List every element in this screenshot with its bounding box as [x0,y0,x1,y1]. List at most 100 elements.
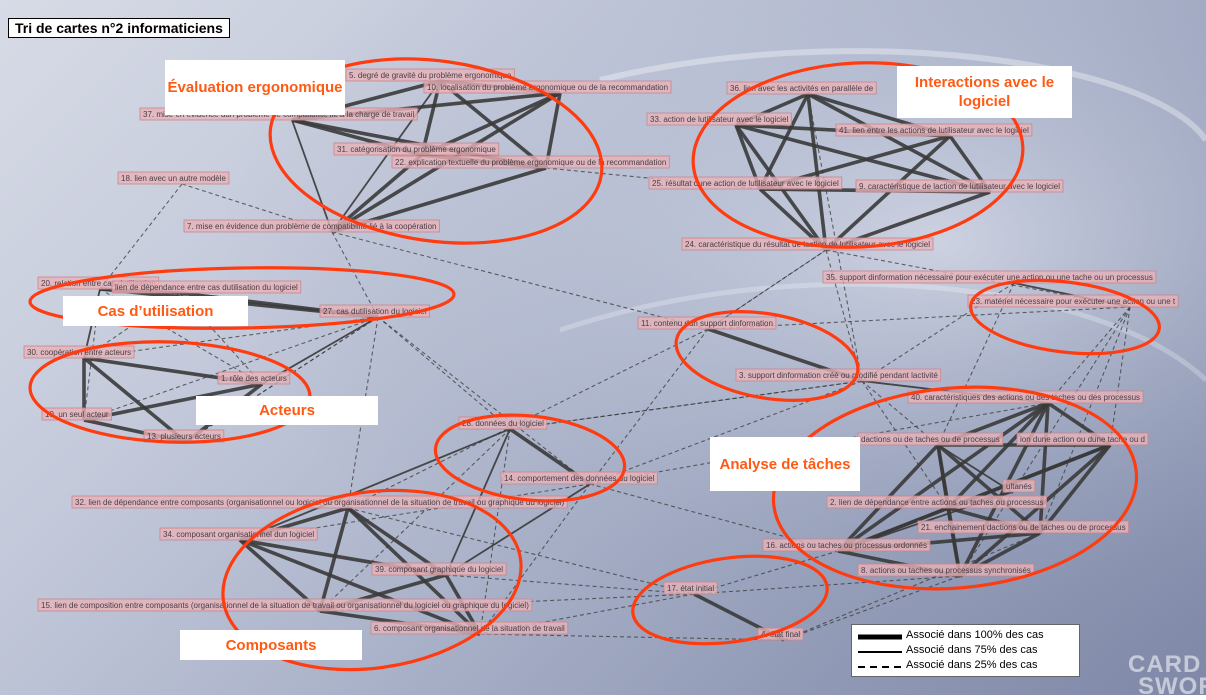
node-box [1016,432,1149,446]
node-34[interactable]: 34. composant organisationnel dun logici… [159,527,318,541]
edge-28-34 [239,428,511,541]
node-15[interactable]: 15. lien de composition entre composants… [37,598,533,612]
legend-label: Associé dans 25% des cas [906,659,1038,671]
node-16[interactable]: 16. actions ou taches ou processus ordon… [762,538,931,552]
node-36[interactable]: 36. lien avec les activités en parallèle… [726,81,877,95]
edge-23-21 [1039,306,1131,534]
edge-1-19 [83,382,263,422]
edge-34-6 [239,538,481,636]
node-27[interactable]: 27. cas dutilisation du logiciel [319,304,431,318]
node-label: ultanés [1006,482,1032,491]
edge-24-11 [707,249,827,330]
node-7[interactable]: 7. mise en évidence dun problème de comp… [183,219,440,233]
edge-3-43 [861,380,939,446]
edge-36-9 [807,92,991,194]
node-label: 20. relation entre cas dutilisation [41,279,156,288]
node-label: 25. résultat dune action de lutilisateur… [652,179,839,188]
node-box [117,171,230,185]
node-9[interactable]: 9. caractéristique de laction de lutilis… [855,179,1064,193]
edge-27-28 [377,316,511,430]
node-label: 10. localisation du problème ergonomique… [427,83,668,92]
node-label: 35. support dinformation nécessaire pour… [826,273,1153,282]
node-box [857,563,1035,577]
node-19[interactable]: 19. un seul acteur [41,407,112,421]
node-39[interactable]: 39. composant graphique du logiciel [371,562,507,576]
node-box [917,520,1129,534]
edge-7-27 [331,231,379,318]
node-label: 28. données du logiciel [462,419,544,428]
edge-41-24 [824,134,952,252]
node-label: 14. comportement des données du logiciel [504,474,655,483]
edge-14-16 [589,483,839,552]
node-box [1002,479,1036,493]
group-label-eval: Évaluation ergonomique [165,60,345,115]
group-ellipse-layer [28,57,1161,672]
group-label-interactions: Interactions avec le logiciel [897,66,1072,118]
edge-7-37 [291,119,333,233]
legend-label: Associé dans 75% des cas [906,644,1038,656]
edge-17-6 [479,593,695,635]
node-1[interactable]: 1. rôle des acteurs [217,371,291,385]
node-8[interactable]: 8. actions ou taches ou processus synchr… [857,563,1035,577]
node-label: 22. explication textuelle du problème er… [395,158,666,167]
legend: Associé dans 100% des cas Associé dans 7… [851,624,1080,677]
edge-27-19 [83,316,379,421]
node-box [835,123,1033,137]
group-ellipse-extra2 [674,310,860,402]
node-25[interactable]: 25. résultat dune action de lutilisateur… [648,176,843,190]
node-box [757,627,804,641]
node-41[interactable]: 41. lien entre les actions de lutilisate… [835,123,1033,137]
node-5[interactable]: 5. degré de gravité du problème ergonomi… [345,68,515,82]
node-35[interactable]: 35. support dinformation nécessaire pour… [822,270,1157,284]
node-4[interactable]: 4. état final [757,627,804,641]
node-label: 31. catégorisation du problème ergonomiq… [337,145,496,154]
edge-6-4 [479,633,785,641]
node-box [735,368,942,382]
node-label: 34. composant organisationnel dun logici… [163,530,314,539]
edge-35-43 [937,282,1015,446]
node-11[interactable]: 11. contenu dun support dinformation [637,316,777,330]
diagram-title: Tri de cartes n°2 informaticiens [8,18,230,38]
node-box [826,495,1047,509]
node-box [646,112,792,126]
group-ellipse-composants [221,488,523,672]
group-label-acteurs: Acteurs [196,396,378,425]
edge-36-25 [758,93,810,190]
cardsword-logo: CARD SWORD [1128,653,1206,699]
group-ellipse-eval [268,57,604,245]
node-layer: 5. degré de gravité du problème ergonomi… [23,68,1179,641]
node-14[interactable]: 14. comportement des données du logiciel [500,471,658,485]
node-label: 19. un seul acteur [45,410,109,419]
node-31[interactable]: 31. catégorisation du problème ergonomiq… [333,142,500,156]
node-18[interactable]: 18. lien avec un autre modèle [117,171,230,185]
node-label: 11. contenu dun support dinformation [641,319,773,328]
node-box [370,621,569,635]
edge-32-15 [318,507,350,612]
node-label: 39. composant graphique du logiciel [375,565,503,574]
edge-3-2 [861,380,949,509]
node-6[interactable]: 6. composant organisationnel de la situa… [370,621,569,635]
node-label: 40. caractéristiques des actions ou des … [911,393,1140,402]
node-label: 13. plusieurs acteurs [147,432,221,441]
node-2[interactable]: 2. lien de dépendance entre actions ou t… [826,495,1047,509]
node-10[interactable]: 10. localisation du problème ergonomique… [423,80,672,94]
node-33[interactable]: 33. action de lutilisateur avec le logic… [646,112,792,126]
group-ellipse-analyse [771,385,1139,591]
node-42[interactable]: lien de dépendance entre cas dutilisatio… [111,280,302,294]
node-23[interactable]: 23. matériel nécessaire pour exécuter un… [967,294,1179,308]
node-17[interactable]: 17. état initial [663,581,718,595]
node-22[interactable]: 22. explication textuelle du problème er… [391,155,670,169]
node-45[interactable]: ultanés [1002,479,1036,493]
group-label-composants: Composants [180,630,362,660]
node-21[interactable]: 21. enchainement dactions ou de taches o… [917,520,1129,534]
edge-18-20 [99,183,183,290]
background-curve [599,48,1206,142]
edge-45-43 [937,444,1013,493]
node-label: ion dune action ou dune tache ou d [1020,435,1145,444]
edge-28-15 [319,428,511,612]
node-44[interactable]: ion dune action ou dune tache ou d [1016,432,1149,446]
node-label: 8. actions ou taches ou processus synchr… [861,566,1031,575]
node-3[interactable]: 3. support dinformation créé ou modifié … [735,368,942,382]
node-43[interactable]: dactions ou de taches ou de processus [857,432,1004,446]
